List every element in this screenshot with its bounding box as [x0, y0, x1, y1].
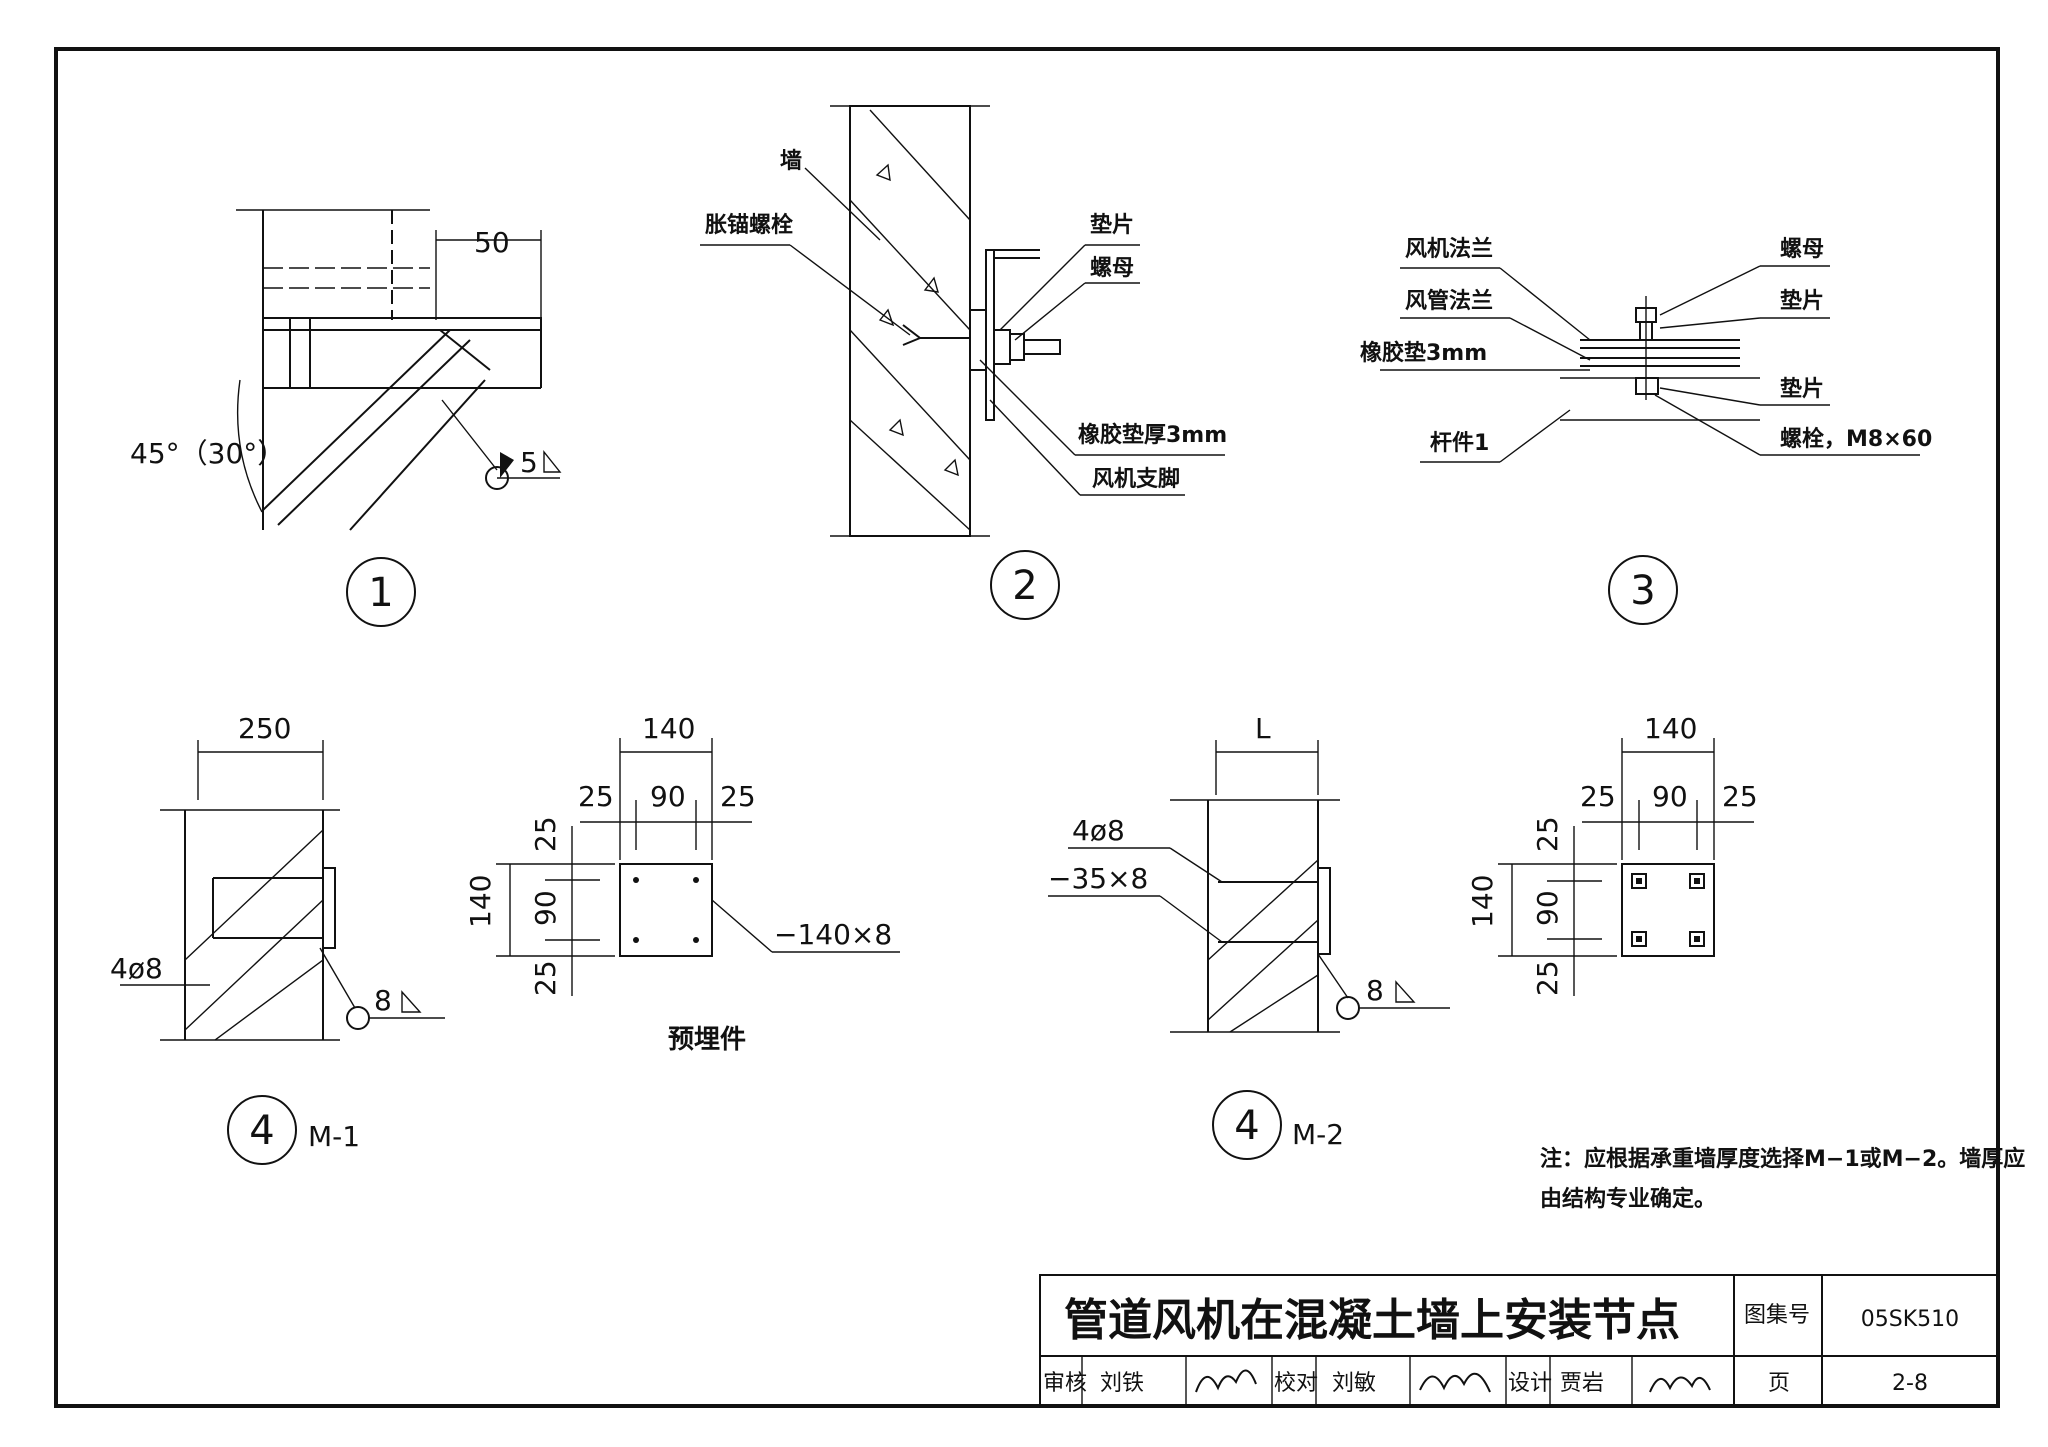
- embedded-plate-1: 140 25 90 25 140 25 90 25 −140×8 预埋件: [464, 712, 900, 1055]
- embedded-plate-2: 140 25 90 25 140 25 90 25: [1466, 712, 1758, 996]
- m1-weld-size: 8: [374, 984, 392, 1017]
- m1-rebar-label: 4ø8: [110, 952, 163, 985]
- d2-number: 2: [1012, 563, 1037, 609]
- d3-number: 3: [1630, 568, 1655, 614]
- p1-v-b: 90: [529, 890, 562, 926]
- d3-washer-bottom-label: 垫片: [1780, 376, 1824, 402]
- p1-dim-c: 25: [720, 780, 756, 813]
- d1-number: 1: [368, 570, 393, 616]
- detail-3: 风机法兰 风管法兰 橡胶垫3mm 杆件1 螺母 垫片 垫片 螺栓，M8×60 3: [1360, 236, 1932, 625]
- detail-3-marker: [1608, 555, 1678, 625]
- p1-dim-total: 140: [642, 712, 695, 745]
- p2-v-c: 25: [1531, 960, 1564, 996]
- d3-duct-flange-label: 风管法兰: [1405, 288, 1493, 314]
- p1-dim-b: 90: [650, 780, 686, 813]
- title-block: 管道风机在混凝土墙上安装节点 图集号 05SK510 审核 刘铁 校对 刘敏 设…: [1039, 1274, 1999, 1407]
- d3-fan-flange-label: 风机法兰: [1405, 236, 1493, 262]
- d3-bolt-label: 螺栓，M8×60: [1780, 427, 1932, 452]
- detail-4-m2-marker: [1212, 1090, 1282, 1160]
- m1-suffix: M-1: [308, 1120, 360, 1153]
- d3-member-label: 杆件1: [1430, 431, 1489, 456]
- m2-rebar-label: 4ø8: [1072, 814, 1125, 847]
- design-name: 贾岩: [1560, 1371, 1604, 1396]
- drawing-title: 管道风机在混凝土墙上安装节点: [1064, 1295, 1680, 1346]
- detail-2-marker: [990, 550, 1060, 620]
- page-number: 2-8: [1892, 1371, 1928, 1396]
- note-line-2: 由结构专业确定。: [1540, 1186, 1716, 1212]
- m2-dim-width: L: [1255, 712, 1271, 745]
- p1-dim-a: 25: [578, 780, 614, 813]
- d2-wall-label: 墙: [780, 149, 802, 174]
- atlas-number: 05SK510: [1861, 1307, 1959, 1332]
- p1-caption: 预埋件: [668, 1025, 746, 1055]
- sheet-frame: [54, 47, 2000, 1408]
- detail-1-marker: [346, 557, 416, 627]
- m2-number: 4: [1234, 1103, 1259, 1149]
- d2-anchor-label: 胀锚螺栓: [705, 212, 793, 238]
- review-signature: [1195, 1369, 1257, 1393]
- d1-angle-label: 45°（30°）: [130, 437, 285, 470]
- m2-flat-bar-label: −35×8: [1048, 862, 1148, 895]
- p2-dim-a: 25: [1580, 780, 1616, 813]
- detail-4-m1-marker: [227, 1095, 297, 1165]
- p2-v-total: 140: [1466, 875, 1499, 928]
- d2-washer-label: 垫片: [1090, 212, 1134, 238]
- m2-suffix: M-2: [1292, 1118, 1344, 1151]
- d1-dim-top: 50: [474, 226, 510, 259]
- d2-rubber-label: 橡胶垫厚3mm: [1078, 422, 1227, 448]
- design-signature: [1649, 1376, 1711, 1393]
- m2-weld-size: 8: [1366, 974, 1384, 1007]
- d3-washer-top-label: 垫片: [1780, 288, 1824, 314]
- check-label: 校对: [1274, 1371, 1318, 1396]
- design-label: 设计: [1508, 1371, 1552, 1396]
- p2-dim-b: 90: [1652, 780, 1688, 813]
- detail-4-m1: 250 4ø8 8 4 M-1: [110, 712, 445, 1165]
- check-name: 刘敏: [1332, 1371, 1376, 1396]
- p2-v-a: 25: [1531, 816, 1564, 852]
- review-name: 刘铁: [1100, 1371, 1144, 1396]
- p1-plate-label: −140×8: [774, 918, 892, 951]
- p2-v-b: 90: [1531, 890, 1564, 926]
- p1-v-total: 140: [464, 875, 497, 928]
- d3-nut-label: 螺母: [1780, 237, 1824, 262]
- atlas-label: 图集号: [1744, 1303, 1810, 1328]
- d3-rubber-label: 橡胶垫3mm: [1360, 340, 1487, 366]
- review-label: 审核: [1043, 1371, 1087, 1396]
- check-signature: [1419, 1372, 1491, 1393]
- m1-dim-width: 250: [238, 712, 291, 745]
- m1-number: 4: [249, 1108, 274, 1154]
- page-label: 页: [1768, 1371, 1790, 1396]
- detail-2: 墙 胀锚螺栓 垫片 螺母 橡胶垫厚3mm 风机支脚 2: [700, 105, 1227, 620]
- note-line-1: 注：应根据承重墙厚度选择M−1或M−2。墙厚应: [1540, 1146, 2025, 1172]
- p1-v-a: 25: [529, 816, 562, 852]
- detail-1: 50 45°（30°） 5 1: [130, 209, 562, 627]
- d1-weld-size: 5: [520, 446, 538, 479]
- d2-fan-foot-label: 风机支脚: [1092, 467, 1180, 492]
- p1-v-c: 25: [529, 960, 562, 996]
- p2-dim-total: 140: [1644, 712, 1697, 745]
- p2-dim-c: 25: [1722, 780, 1758, 813]
- d2-nut-label: 螺母: [1090, 256, 1134, 281]
- detail-4-m2: L 4ø8 −35×8 8 4 M-2: [1048, 712, 1450, 1160]
